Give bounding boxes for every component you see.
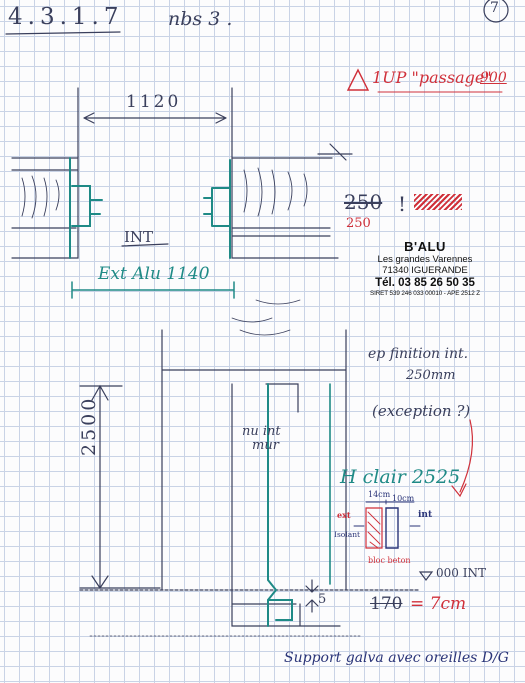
plan-corner-mark — [317, 143, 353, 161]
thickness-new: 250 — [346, 216, 371, 231]
stamp-address-line2: 71340 IGUERANDE — [382, 264, 468, 276]
dimension-2500-line — [79, 384, 161, 590]
section-frame-top — [265, 383, 299, 413]
detail-insulation-hatch — [367, 511, 381, 549]
gap-label: 5 — [318, 592, 327, 607]
warning-triangle — [346, 68, 370, 91]
detail-label-bloc-beton: bloc beton — [368, 556, 411, 565]
section-ceiling — [161, 329, 347, 385]
finish-note-line2: 250mm — [406, 368, 456, 383]
plan-left-wall — [11, 157, 79, 259]
stamp-phone: Tél. 03 85 26 50 35 — [375, 276, 475, 289]
section-lintel-arcs — [231, 299, 301, 336]
stamp-address-line1: Les grandes Varennes — [377, 253, 473, 265]
detail-dim-10: 10cm — [392, 494, 415, 503]
ext-alu-dimension-line — [71, 281, 235, 299]
detail-label-isolant: Isolant — [334, 530, 361, 539]
interior-label: INT — [124, 228, 154, 246]
stamp-siret: SIRET 539 246 033 00010 - APE 2512 Z — [369, 290, 481, 297]
dimension-1120-line — [83, 112, 227, 124]
level-triangle — [418, 571, 434, 581]
height-2500-label: 2500 — [78, 395, 100, 456]
int-underline — [121, 243, 169, 247]
plan-right-wall — [231, 149, 339, 259]
section-sill-block — [231, 589, 341, 627]
support-note: Support galva avec oreilles D/G — [284, 650, 509, 666]
page-number: 7 — [490, 0, 499, 16]
warning-value: 900 — [480, 70, 507, 86]
level-int-label: 000 INT — [436, 566, 486, 580]
section-frame-left — [267, 383, 278, 627]
plan-left-hatch — [21, 175, 60, 219]
plan-left-frame — [69, 157, 103, 259]
finish-note-line1: ep finition int. — [368, 346, 469, 362]
section-frame-bottom — [267, 599, 293, 621]
detail-dimension — [365, 499, 415, 505]
clear-height-label: H clair 2525 — [340, 466, 461, 488]
interior-wall-line1: nu int — [242, 424, 281, 439]
company-stamp: B'ALU Les grandes Varennes 71340 IGUERAN… — [349, 239, 501, 297]
thickness-scribble — [414, 194, 462, 210]
plan-right-frame — [203, 159, 231, 259]
thickness-old: 250 — [344, 190, 383, 214]
quantity-note: nbs 3 . — [168, 8, 233, 30]
detail-dim-14: 14cm — [368, 490, 391, 499]
reference-underline — [5, 31, 121, 35]
detail-label-ext: ext — [337, 510, 351, 520]
detail-label-int: int — [418, 510, 433, 520]
detail-block — [385, 507, 399, 549]
width-1120-label: 1120 — [126, 92, 182, 112]
plan-right-hatch — [243, 167, 308, 217]
warning-label: 1UP "passage" — [372, 68, 492, 87]
stamp-company: B'ALU — [404, 239, 446, 254]
thickness-exclaim: ! — [398, 192, 407, 216]
sill-new: = 7cm — [410, 594, 467, 614]
exception-arrow — [451, 419, 474, 498]
exception-note: (exception ?) — [372, 402, 471, 420]
page-number-circle — [483, 0, 509, 23]
sill-old: 170 — [370, 594, 403, 614]
interior-wall-line2: mur — [252, 438, 279, 453]
reference-number: 4.3.1.7 — [8, 4, 124, 30]
ext-alu-label: Ext Alu 1140 — [98, 264, 210, 284]
gap-arrows — [305, 579, 319, 613]
detail-insulation — [365, 507, 383, 549]
